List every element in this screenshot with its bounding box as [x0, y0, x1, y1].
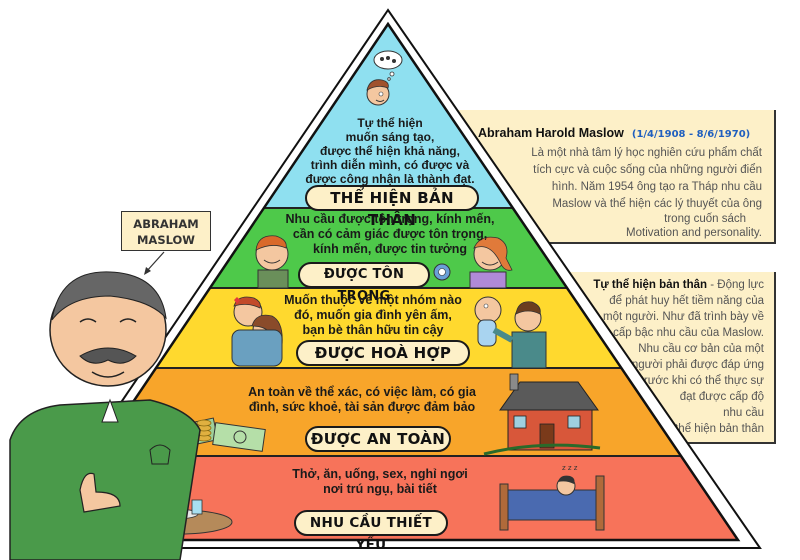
level-line: Tự thể hiện	[357, 116, 423, 130]
level-line: muốn sáng tạo,	[345, 130, 435, 144]
girl-with-medal-icon	[433, 236, 513, 289]
bio-name: Abraham Harold Maslow	[478, 126, 624, 140]
bio-line: hình. Năm 1954 ông tạo ra Tháp nhu cầu	[551, 181, 762, 193]
level-line: cần có cảm giác được tôn trọng,	[292, 227, 488, 241]
note-line: trước khi có thể thực sự	[640, 375, 764, 387]
name-tag-line: MASLOW	[136, 233, 195, 247]
level-description-self-actualization: Tự thể hiện muốn sáng tạo, được thể hiện…	[290, 116, 490, 186]
name-tag: ABRAHAM MASLOW	[121, 211, 211, 251]
level-line: trình diễn mình, có được và	[310, 158, 470, 172]
level-line: được thể hiện khả năng,	[320, 144, 460, 158]
note-line: một người. Như đã trình bày về	[602, 311, 764, 323]
level-line: được công nhận là thành đạt.	[305, 172, 475, 186]
level-label-physiological: NHU CẦU THIẾT YẾU	[294, 510, 448, 553]
level-description-esteem: Nhu cầu được tôn trọng, kính mến, cần có…	[270, 212, 510, 257]
level-line: An toàn về thể xác, có việc làm, có gia	[248, 385, 476, 399]
level-description-physiological: Thở, ăn, uống, sex, nghỉ ngơi nơi trú ng…	[280, 467, 480, 497]
father-with-baby-icon	[474, 296, 547, 369]
level-description-belonging: Muốn thuộc về một nhóm nào đó, muốn gia …	[278, 293, 468, 338]
level-line: đình, sức khoẻ, tài sản được đảm bảo	[248, 400, 476, 414]
sleeping-boy-icon: z z z	[499, 464, 605, 531]
bio-header: Abraham Harold Maslow (1/4/1908 - 8/6/197…	[446, 110, 774, 141]
pyramid-inner-border	[37, 21, 741, 542]
note-line: người phải được đáp ứng	[631, 359, 764, 371]
svg-text:z z z: z z z	[562, 464, 578, 472]
level-line: Muốn thuộc về một nhóm nào	[284, 293, 462, 307]
bio-line: trong cuốn sách	[664, 213, 746, 225]
note-text: Tự thể hiện bản thân - Động lực	[548, 272, 774, 293]
name-tag-line: ABRAHAM	[133, 217, 199, 231]
note-body: để phát huy hết tiềm năng của một người.…	[548, 293, 774, 437]
level-label-self-actualization: THỂ HIỆN BẢN THÂN	[305, 185, 479, 229]
maslow-character-icon	[9, 271, 201, 560]
note-line: cấp bậc nhu cầu của Maslow.	[613, 327, 764, 339]
level-line: Nhu cầu được tôn trọng, kính mến,	[285, 212, 495, 226]
bio-dates: (1/4/1908 - 8/6/1970)	[631, 129, 751, 140]
bio-line: Motivation and personality.	[626, 227, 762, 239]
level-label-esteem: ĐƯỢC TÔN TRỌNG	[298, 262, 430, 304]
thinking-boy-icon	[366, 50, 403, 106]
note-line: để phát huy hết tiềm năng của	[609, 295, 764, 307]
hugging-couple-icon	[231, 296, 283, 367]
note-line: đạt được cấp độ	[679, 391, 764, 403]
level-line: nơi trú ngụ, bài tiết	[323, 482, 437, 496]
level-label-safety: ĐƯỢC AN TOÀN	[305, 426, 451, 452]
level-description-safety: An toàn về thể xác, có việc làm, có gia …	[222, 385, 502, 415]
note-line: nhu cầu	[723, 407, 764, 419]
bio-line: Là một nhà tâm lý học nghiên cứu phẩm ch…	[531, 147, 762, 159]
level-line: kính mến, được tin tưởng	[313, 242, 467, 256]
note-lead: - Động lực	[707, 279, 764, 291]
note-line: tự thể hiện bản thân	[661, 423, 764, 435]
brick-house-icon	[483, 373, 601, 456]
note-lead-line: Tự thể hiện bản thân - Động lực	[568, 277, 764, 293]
arrow-icon	[144, 251, 165, 275]
note-line: Nhu cầu cơ bản của một	[638, 343, 764, 355]
level-line: đó, muốn gia đình yên ấm,	[294, 308, 452, 322]
bio-line: Maslow và thể hiện các lý thuyết của ông	[552, 198, 762, 210]
bio-line: tích cực và cuộc sống của những người đi…	[533, 164, 762, 176]
boy-with-thumb-icon	[255, 235, 289, 289]
level-line: Thở, ăn, uống, sex, nghỉ ngơi	[292, 467, 468, 481]
note-term: Tự thể hiện bản thân	[593, 279, 708, 291]
level-label-belonging: ĐƯỢC HOÀ HỢP	[296, 340, 470, 366]
bio-text: Là một nhà tâm lý học nghiên cứu phẩm ch…	[446, 141, 774, 241]
level-line: bạn bè thân hữu tin cậy	[302, 323, 444, 337]
